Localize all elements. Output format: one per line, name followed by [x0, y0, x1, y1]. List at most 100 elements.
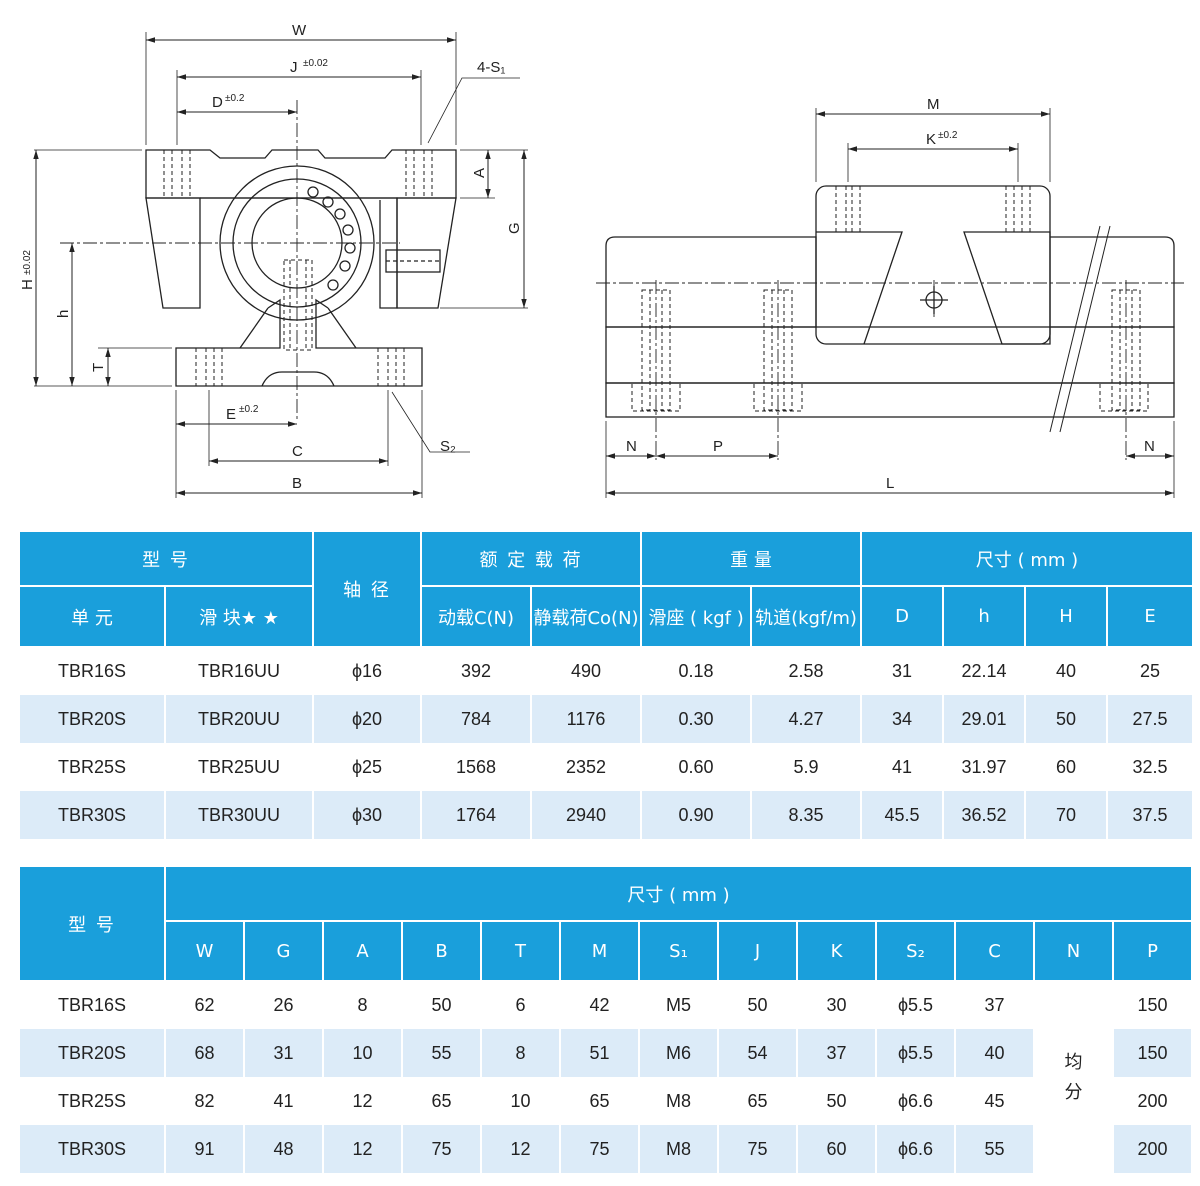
- cell-K: 60: [796, 1125, 877, 1173]
- subheader-dynamic-load: 动载C(N): [420, 585, 533, 648]
- spec-table-mounting-dimensions: 型 号 尺寸 ( mm ) W G A B T M S₁ J K S₂ C N …: [18, 865, 1194, 1173]
- cell-P: 150: [1111, 981, 1194, 1029]
- cell-dynamic: 784: [420, 695, 533, 743]
- n-merged-text: 均 分: [1064, 1051, 1083, 1103]
- cell-T: 8: [480, 1029, 561, 1077]
- cell-unit: TBR20S: [18, 695, 166, 743]
- cell-h: 22.14: [942, 647, 1027, 695]
- svg-text:S₂: S₂: [440, 438, 456, 455]
- cell-seat: 0.18: [640, 647, 753, 695]
- technical-drawings: W J ±0.02 D ±0.2 4-S₁ A G H ±0.02 h T E …: [0, 0, 1200, 520]
- drawing-svg: W J ±0.02 D ±0.2 4-S₁ A G H ±0.02 h T E …: [19, 22, 1184, 498]
- table-row: TBR16S 62 26 8 50 6 42 M5 50 30 ϕ5.5 37 …: [18, 981, 1194, 1173]
- svg-text:±0.02: ±0.02: [22, 250, 33, 275]
- cell-A: 8: [322, 981, 403, 1029]
- side-view-labels: M K ±0.2 N P N L: [626, 96, 1155, 492]
- cell-block: TBR16UU: [163, 647, 315, 695]
- cell-block: TBR20UU: [163, 695, 315, 743]
- cell-S1: M6: [638, 1029, 719, 1077]
- col-S1: S₁: [638, 920, 719, 982]
- cell-seat: 0.30: [640, 695, 753, 743]
- cell-A: 12: [322, 1077, 403, 1125]
- cell-H: 50: [1024, 695, 1109, 743]
- header-weight: 重 量: [640, 530, 863, 587]
- cell-M: 42: [559, 981, 640, 1029]
- table-row: TBR25S 82 41 12 65 10 65 M8 65 50 ϕ6.6 4…: [18, 1077, 1194, 1125]
- cell-P: 200: [1111, 1077, 1194, 1125]
- cell-D: 41: [860, 743, 945, 791]
- cell-unit: TBR30S: [18, 791, 166, 839]
- col-B: B: [401, 920, 482, 982]
- cell-dynamic: 392: [420, 647, 533, 695]
- cell-E: 27.5: [1106, 695, 1195, 743]
- cell-rail: 4.27: [750, 695, 863, 743]
- col-C: C: [954, 920, 1035, 982]
- svg-text:±0.02: ±0.02: [303, 58, 328, 69]
- header-model: 型 号: [18, 865, 166, 982]
- cell-B: 55: [401, 1029, 482, 1077]
- header-dimensions: 尺寸 ( mm ): [860, 530, 1195, 587]
- header-shaft-diameter: 轴 径: [312, 530, 423, 648]
- svg-text:P: P: [713, 438, 723, 455]
- cell-model: TBR20S: [18, 1029, 166, 1077]
- cell-C: 40: [954, 1029, 1035, 1077]
- cell-D: 31: [860, 647, 945, 695]
- cell-J: 75: [717, 1125, 798, 1173]
- table-row: TBR30S 91 48 12 75 12 75 M8 75 60 ϕ6.6 5…: [18, 1125, 1194, 1173]
- subheader-E: E: [1106, 585, 1195, 648]
- cell-model: TBR30S: [18, 1125, 166, 1173]
- cell-static: 2352: [530, 743, 643, 791]
- cell-shaft: ϕ25: [312, 743, 423, 791]
- front-view-labels: W J ±0.02 D ±0.2 4-S₁ A G H ±0.02 h T E …: [19, 22, 523, 492]
- subheader-seat-weight: 滑座 ( kgf ): [640, 585, 753, 648]
- svg-text:C: C: [292, 443, 303, 460]
- cell-K: 50: [796, 1077, 877, 1125]
- col-N: N: [1033, 920, 1114, 982]
- cell-shaft: ϕ16: [312, 647, 423, 695]
- cell-static: 490: [530, 647, 643, 695]
- col-W: W: [164, 920, 245, 982]
- cell-W: 68: [164, 1029, 245, 1077]
- cell-S2: ϕ6.6: [875, 1077, 956, 1125]
- svg-text:D: D: [212, 94, 223, 111]
- subheader-h: h: [942, 585, 1027, 648]
- cell-rail: 2.58: [750, 647, 863, 695]
- cell-H: 70: [1024, 791, 1109, 839]
- table-row: TBR20S 68 31 10 55 8 51 M6 54 37 ϕ5.5 40…: [18, 1029, 1194, 1077]
- cell-shaft: ϕ30: [312, 791, 423, 839]
- svg-text:M: M: [927, 96, 940, 113]
- svg-text:L: L: [886, 475, 894, 492]
- subheader-slide-block: 滑 块★ ★: [163, 585, 315, 648]
- cell-H: 40: [1024, 647, 1109, 695]
- side-view-drawing: [596, 108, 1184, 498]
- cell-block: TBR25UU: [163, 743, 315, 791]
- cell-dynamic: 1568: [420, 743, 533, 791]
- cell-S1: M8: [638, 1077, 719, 1125]
- cell-h: 29.01: [942, 695, 1027, 743]
- cell-K: 37: [796, 1029, 877, 1077]
- cell-shaft: ϕ20: [312, 695, 423, 743]
- cell-rail: 8.35: [750, 791, 863, 839]
- cell-rail: 5.9: [750, 743, 863, 791]
- col-S2: S₂: [875, 920, 956, 982]
- col-M: M: [559, 920, 640, 982]
- table-row: TBR20S TBR20UU ϕ20 784 1176 0.30 4.27 34…: [18, 695, 1195, 743]
- cell-D: 45.5: [860, 791, 945, 839]
- cell-J: 54: [717, 1029, 798, 1077]
- cell-M: 75: [559, 1125, 640, 1173]
- table-row: TBR30S TBR30UU ϕ30 1764 2940 0.90 8.35 4…: [18, 791, 1195, 839]
- cell-h: 36.52: [942, 791, 1027, 839]
- cell-block: TBR30UU: [163, 791, 315, 839]
- svg-text:G: G: [506, 222, 523, 234]
- table-row: TBR16S TBR16UU ϕ16 392 490 0.18 2.58 31 …: [18, 647, 1195, 695]
- cell-dynamic: 1764: [420, 791, 533, 839]
- svg-text:T: T: [90, 363, 107, 372]
- subheader-rail-weight: 轨道(kgf/m): [750, 585, 863, 648]
- cell-A: 12: [322, 1125, 403, 1173]
- cell-static: 1176: [530, 695, 643, 743]
- cell-M: 65: [559, 1077, 640, 1125]
- cell-E: 37.5: [1106, 791, 1195, 839]
- cell-S1: M5: [638, 981, 719, 1029]
- cell-static: 2940: [530, 791, 643, 839]
- cell-P: 150: [1111, 1029, 1194, 1077]
